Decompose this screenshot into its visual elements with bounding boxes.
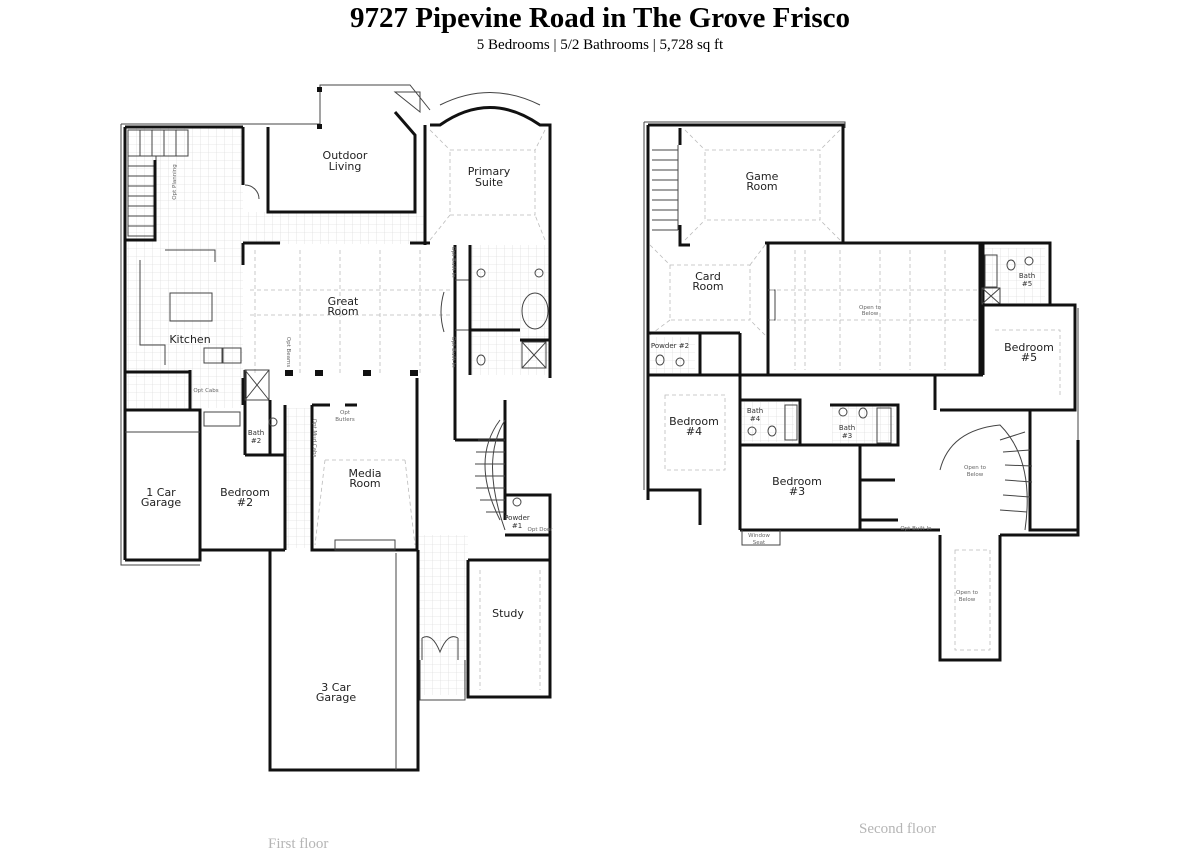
svg-text:Garage: Garage — [316, 691, 357, 704]
svg-text:Card: Card — [695, 270, 721, 283]
svg-text:Open to: Open to — [859, 305, 882, 311]
svg-text:Bath: Bath — [1019, 272, 1035, 280]
room-bedroom-2: Bedroom #2 — [220, 486, 270, 509]
second-floor-plan: Game Room Card Room Open to Below Bath #… — [643, 121, 1080, 662]
svg-text:Bedroom: Bedroom — [1004, 341, 1054, 354]
room-open-to-below-3: Open to Below — [956, 590, 979, 603]
room-bath-2: Bath #2 — [248, 429, 264, 445]
svg-text:#3: #3 — [842, 432, 852, 440]
svg-text:Open to: Open to — [956, 590, 979, 596]
room-card-room: Card Room — [692, 270, 723, 293]
svg-text:Bedroom: Bedroom — [772, 475, 822, 488]
note-opt-built-in-2: Opt Built-In — [450, 336, 456, 368]
svg-text:Seat: Seat — [753, 540, 766, 546]
svg-text:Open to: Open to — [964, 465, 987, 471]
svg-text:Room: Room — [746, 180, 777, 193]
svg-text:#4: #4 — [686, 425, 702, 438]
note-opt-door: Opt Door — [528, 527, 554, 533]
room-3-car-garage: 3 Car Garage — [316, 681, 357, 704]
svg-text:#5: #5 — [1022, 280, 1032, 288]
page-title: 9727 Pipevine Road in The Grove Frisco — [350, 2, 850, 34]
note-opt-built-in-1: Opt Built-In — [450, 246, 456, 278]
svg-text:Bedroom: Bedroom — [220, 486, 270, 499]
room-bath-3: Bath #3 — [839, 424, 855, 440]
svg-text:Below: Below — [862, 311, 879, 317]
room-bedroom-4: Bedroom #4 — [669, 415, 719, 438]
svg-text:Below: Below — [967, 472, 984, 478]
svg-text:#2: #2 — [237, 496, 253, 509]
svg-text:Butlers: Butlers — [335, 417, 355, 423]
svg-text:Bath: Bath — [747, 407, 763, 415]
svg-text:#4: #4 — [750, 415, 761, 423]
svg-text:Bedroom: Bedroom — [669, 415, 719, 428]
room-1-car-garage: 1 Car Garage — [141, 486, 182, 509]
svg-text:Bath: Bath — [248, 429, 264, 437]
first-floor-caption: First floor — [268, 836, 329, 852]
svg-text:Room: Room — [349, 477, 380, 490]
note-window-seat: Window Seat — [748, 533, 770, 546]
svg-text:#5: #5 — [1021, 351, 1037, 364]
room-great-room: Great Room — [327, 295, 359, 318]
first-floor-plan: Outdoor Living Primary Suite Great Room … — [120, 84, 554, 772]
svg-text:Room: Room — [692, 280, 723, 293]
svg-text:Primary: Primary — [468, 165, 511, 178]
room-open-to-below-1: Open to Below — [859, 305, 882, 317]
room-bedroom-3: Bedroom #3 — [772, 475, 822, 498]
home-specs: 5 Bedrooms | 5/2 Bathrooms | 5,728 sq ft — [476, 37, 724, 53]
note-opt-mud-cabs: Opt Mud Cabs — [311, 419, 317, 458]
svg-text:Bath: Bath — [839, 424, 855, 432]
second-floor-caption: Second floor — [859, 821, 937, 837]
svg-text:3 Car: 3 Car — [321, 681, 351, 694]
room-primary-suite: Primary Suite — [468, 165, 511, 189]
note-opt-cabs: Opt Cabs — [193, 388, 218, 394]
note-opt-planning: Opt Planning — [172, 164, 178, 199]
svg-text:Outdoor: Outdoor — [323, 149, 368, 162]
note-opt-beams: Opt Beams — [285, 337, 291, 368]
note-opt-built-in: Opt Built-In — [900, 526, 932, 532]
room-kitchen: Kitchen — [169, 333, 210, 346]
svg-text:Powder: Powder — [504, 514, 530, 522]
svg-text:1 Car: 1 Car — [146, 486, 176, 499]
svg-text:Great: Great — [328, 295, 359, 308]
room-game-room: Game Room — [746, 170, 779, 193]
svg-text:#3: #3 — [789, 485, 805, 498]
svg-text:Room: Room — [327, 305, 358, 318]
svg-text:Suite: Suite — [475, 176, 503, 189]
room-study: Study — [492, 607, 524, 620]
svg-text:Below: Below — [959, 597, 976, 603]
room-powder-1: Powder #1 — [504, 514, 530, 530]
svg-text:Garage: Garage — [141, 496, 182, 509]
svg-text:Living: Living — [329, 160, 362, 173]
svg-text:#2: #2 — [251, 437, 261, 445]
room-bath-4: Bath #4 — [747, 407, 763, 423]
room-outdoor-living: Outdoor Living — [323, 149, 368, 173]
room-open-to-below-2: Open to Below — [964, 465, 987, 478]
room-media-room: Media Room — [348, 467, 381, 490]
svg-text:#1: #1 — [512, 522, 522, 530]
svg-text:Window: Window — [748, 533, 770, 539]
svg-text:Media: Media — [348, 467, 381, 480]
note-opt-butlers: Opt Butlers — [335, 410, 355, 423]
room-bedroom-5: Bedroom #5 — [1004, 341, 1054, 364]
svg-text:Game: Game — [746, 170, 779, 183]
room-bath-5: Bath #5 — [1019, 272, 1035, 288]
room-powder-2: Powder #2 — [651, 342, 689, 350]
svg-text:Opt: Opt — [340, 410, 351, 416]
